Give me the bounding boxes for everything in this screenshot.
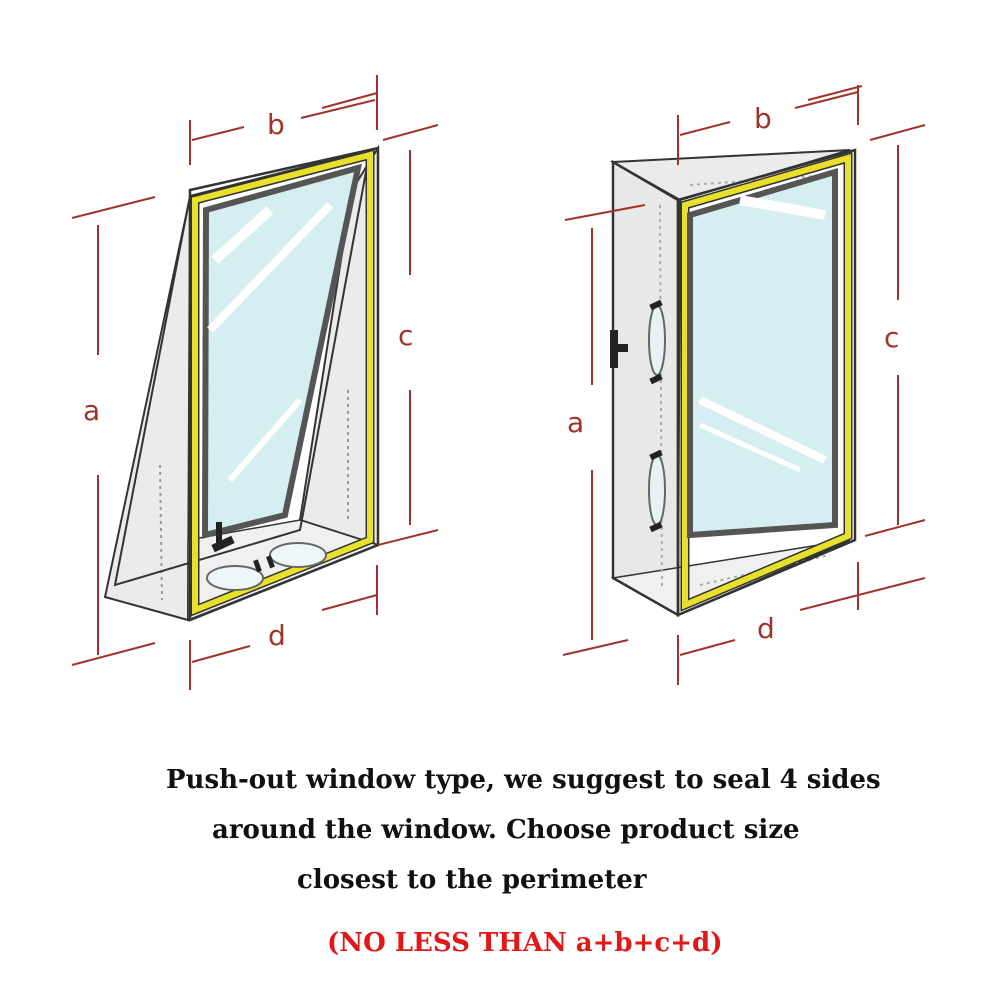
right-vent-opening-1 <box>648 304 666 376</box>
left-glass <box>201 163 362 539</box>
right-label-c: c <box>884 321 899 354</box>
left-sash <box>113 148 372 587</box>
caption-line-1: Push-out window type, we suggest to seal… <box>166 765 881 795</box>
left-vent-opening-2 <box>269 542 327 568</box>
left-label-a: a <box>83 394 100 427</box>
left-label-c: c <box>398 319 413 352</box>
left-vent-opening-1 <box>206 565 264 591</box>
right-label-a: a <box>567 406 584 439</box>
left-label-b: b <box>267 108 285 141</box>
left-dimension-lines <box>71 75 439 690</box>
right-vent-opening-2 <box>648 454 666 526</box>
right-dimension-lines <box>562 85 926 685</box>
caption-warning: (NO LESS THAN a+b+c+d) <box>327 928 723 958</box>
left-window-handle <box>216 522 222 546</box>
right-glass <box>687 167 838 539</box>
left-window-illustration <box>103 144 381 622</box>
right-label-d: d <box>757 612 775 645</box>
caption-line-3: closest to the perimeter <box>297 865 647 895</box>
left-label-d: d <box>268 619 286 652</box>
right-label-b: b <box>754 102 772 135</box>
right-seal-fabric-left <box>612 160 682 617</box>
caption-line-2: around the window. Choose product size <box>212 815 800 845</box>
right-window-illustration <box>609 148 857 618</box>
